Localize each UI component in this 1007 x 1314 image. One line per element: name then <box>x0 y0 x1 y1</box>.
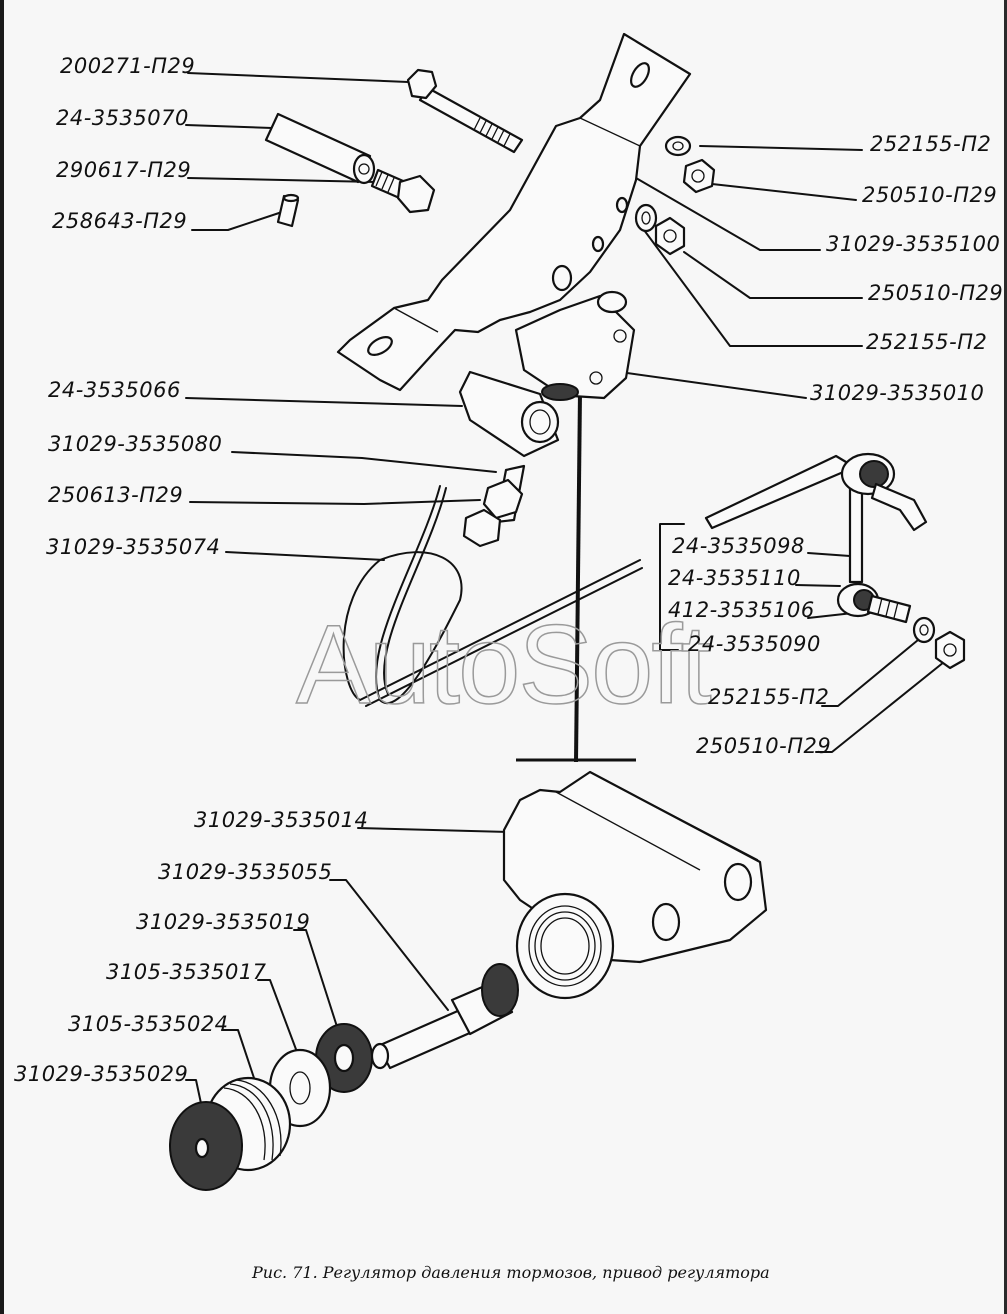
label-31029-3535014: 31029-3535014 <box>194 808 369 832</box>
label-250510-p29-a: 250510-П29 <box>862 183 998 207</box>
leader-252155-c <box>821 639 919 707</box>
washer-252155-c <box>912 616 936 644</box>
label-252155-p2-c: 252155-П2 <box>708 685 830 709</box>
leader-24-3535098 <box>807 552 851 557</box>
leader-250510-b <box>683 251 863 299</box>
leader-31029-3535055 <box>329 879 449 1011</box>
leader-31029-3535074 <box>225 551 385 561</box>
piston-31029-3535055 <box>370 963 519 1070</box>
nut-250510-a <box>682 158 716 194</box>
label-250510-p29-c: 250510-П29 <box>696 734 832 758</box>
lever-24-3535066 <box>458 370 560 458</box>
leader-31029-3535080 <box>231 451 497 473</box>
sleeve-24-3535070 <box>264 112 376 185</box>
label-24-3535110: 24-3535110 <box>668 566 801 590</box>
leader-31029-3535010 <box>619 371 807 399</box>
washer-252155-b <box>634 203 658 233</box>
label-258643-p29: 258643-П29 <box>52 209 188 233</box>
pin-258643 <box>276 193 300 228</box>
cap-31029-3535029 <box>169 1101 243 1191</box>
leader-24-3535066 <box>185 397 463 407</box>
leader-31029-3535029 <box>185 1079 203 1109</box>
label-31029-3535055: 31029-3535055 <box>158 860 333 884</box>
label-31029-3535080: 31029-3535080 <box>48 432 223 456</box>
label-31029-3535100: 31029-3535100 <box>826 232 1001 256</box>
label-24-3535066: 24-3535066 <box>48 378 181 402</box>
group-bracket <box>659 523 685 651</box>
watermark: AutoSoft <box>295 601 712 728</box>
leader-290617 <box>187 177 377 183</box>
label-412-3535106: 412-3535106 <box>668 598 815 622</box>
label-31029-3535029: 31029-3535029 <box>14 1062 189 1086</box>
label-31029-3535074: 31029-3535074 <box>46 535 221 559</box>
leader-31029-3535019 <box>293 929 341 1037</box>
page-edge-left <box>0 0 4 1314</box>
leader-250510-a <box>711 183 857 201</box>
housing-31029-3535014 <box>502 770 768 1000</box>
mounting-bracket <box>336 32 692 392</box>
leader-252155-b <box>643 229 863 347</box>
nut-250510-c <box>934 630 966 670</box>
label-3105-3535017: 3105-3535017 <box>106 960 267 984</box>
leader-3105-3535024 <box>221 1029 257 1085</box>
leader-31029-3535100 <box>635 177 821 251</box>
tube-31029-3535074 <box>342 485 643 707</box>
label-290617-p29: 290617-П29 <box>56 158 192 182</box>
page-edge-right <box>1004 0 1007 1314</box>
leader-24-3535110 <box>795 584 841 587</box>
label-252155-p2-a: 252155-П2 <box>870 132 992 156</box>
leader-200271 <box>187 72 409 83</box>
leader-31029-3535014 <box>357 827 511 833</box>
label-31029-3535010: 31029-3535010 <box>810 381 985 405</box>
label-252155-p2-b: 252155-П2 <box>866 330 988 354</box>
figure-caption: Рис. 71. Регулятор давления тормозов, пр… <box>252 1263 770 1282</box>
leader-252155-a <box>699 145 863 151</box>
bolt-290617 <box>370 168 436 214</box>
link-rod-24-3535098 <box>704 452 928 624</box>
label-250510-p29-b: 250510-П29 <box>868 281 1004 305</box>
fitting-31029-3535080 <box>462 464 526 548</box>
label-250613-p29: 250613-П29 <box>48 483 184 507</box>
label-24-3535070: 24-3535070 <box>56 106 189 130</box>
seal-31029-3535019 <box>315 1023 373 1093</box>
regulator-31029-3535010 <box>514 290 636 401</box>
washer-252155-a <box>664 135 692 157</box>
assembly-axis-line <box>574 391 582 763</box>
label-24-3535090: 24-3535090 <box>688 632 821 656</box>
bolt-200271 <box>406 68 524 154</box>
label-24-3535098: 24-3535098 <box>672 534 805 558</box>
leader-258643 <box>191 211 283 231</box>
leader-24-3535070 <box>185 124 273 129</box>
label-200271-p29: 200271-П29 <box>60 54 196 78</box>
label-31029-3535019: 31029-3535019 <box>136 910 311 934</box>
nut-250510-b <box>654 216 686 256</box>
leader-3105-3535017 <box>257 979 301 1061</box>
label-3105-3535024: 3105-3535024 <box>68 1012 229 1036</box>
leader-250510-c <box>815 661 945 753</box>
